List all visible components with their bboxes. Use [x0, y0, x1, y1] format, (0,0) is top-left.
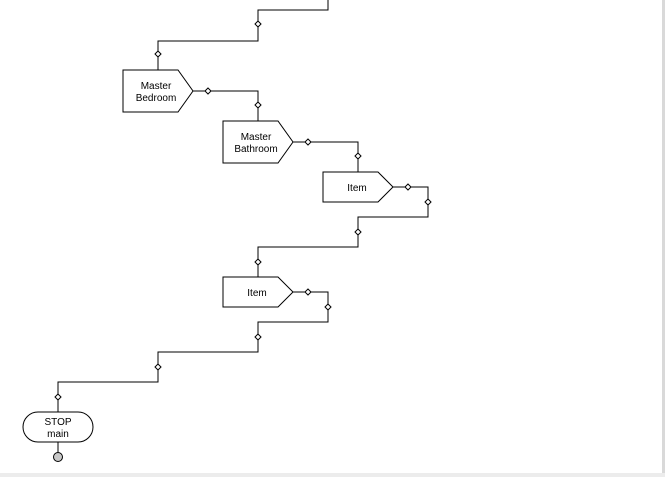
node-master-bathroom[interactable]: Master Bathroom: [222, 120, 294, 164]
connection-point: [204, 87, 212, 95]
connection-point: [354, 228, 362, 236]
connector-item2-loop: [57, 291, 329, 412]
node-label-line: Bedroom: [136, 93, 177, 104]
node-label-line: Bathroom: [234, 144, 277, 155]
connector-top-to-bedroom: [157, 0, 329, 70]
end-point-circle: [53, 452, 63, 462]
right-edge-border: [662, 0, 665, 477]
connection-point: [254, 258, 262, 266]
connection-point: [304, 288, 312, 296]
connection-point: [254, 101, 262, 109]
connection-point: [154, 363, 162, 371]
connection-point: [354, 152, 362, 160]
connector-item1-loop: [257, 186, 429, 277]
connection-points: [54, 20, 432, 401]
connector-bathroom-to-item1: [293, 141, 359, 172]
connection-point: [154, 50, 162, 58]
node-item-1[interactable]: Item: [322, 171, 394, 203]
node-item-2[interactable]: Item: [222, 276, 294, 308]
node-label-line: main: [47, 429, 69, 440]
node-label-line: Item: [247, 288, 266, 299]
node-label-line: Item: [347, 183, 366, 194]
bottom-edge-border: [0, 473, 665, 477]
connection-point: [304, 138, 312, 146]
connector-lines: [57, 0, 429, 452]
node-stop-main[interactable]: STOP main: [22, 411, 94, 443]
node-label-line: STOP: [44, 417, 71, 428]
node-label-line: Master: [241, 132, 272, 143]
node-label-line: Master: [141, 81, 172, 92]
connector-bedroom-to-bathroom: [193, 90, 259, 121]
connection-point: [424, 198, 432, 206]
node-master-bedroom[interactable]: Master Bedroom: [122, 69, 194, 113]
connection-point: [404, 183, 412, 191]
connection-point: [54, 393, 62, 401]
connection-point: [254, 20, 262, 28]
connection-point: [254, 333, 262, 341]
connection-point: [324, 303, 332, 311]
